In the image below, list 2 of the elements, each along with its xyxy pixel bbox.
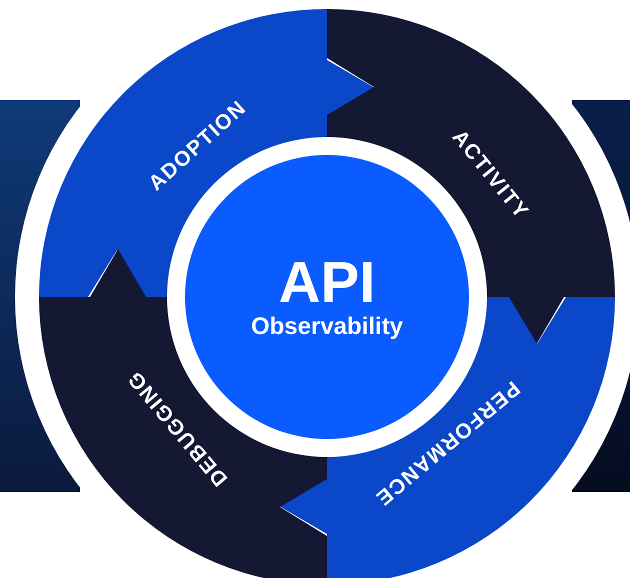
title-text: API xyxy=(278,253,376,313)
subtitle-text: Observability xyxy=(250,313,404,341)
